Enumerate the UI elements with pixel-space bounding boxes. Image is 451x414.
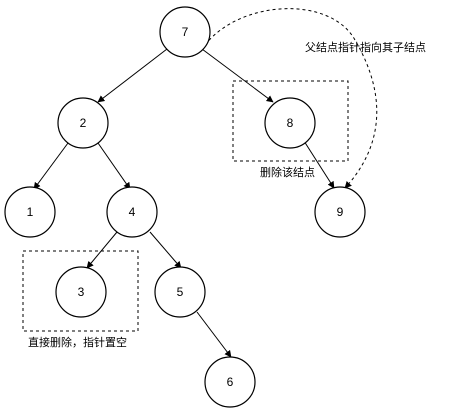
edge-7-8	[201, 48, 274, 103]
edge-2-1	[33, 142, 69, 190]
node-6: 6	[204, 356, 256, 408]
node-1: 1	[4, 186, 56, 238]
parent-pointer-curve	[204, 8, 378, 189]
node-8-label: 8	[287, 116, 294, 130]
edge-4-3	[86, 231, 118, 269]
edge-4-5	[149, 231, 182, 269]
node-3-label: 3	[78, 285, 85, 299]
node-7-label: 7	[182, 25, 189, 39]
edge-8-9	[303, 140, 335, 189]
node-6-label: 6	[227, 375, 234, 389]
node-5: 5	[154, 266, 206, 318]
node-4: 4	[106, 186, 158, 238]
node-4-label: 4	[129, 205, 136, 219]
direct-delete-label: 直接删除，指针置空	[28, 335, 127, 349]
node-5-label: 5	[177, 285, 184, 299]
direct-delete-box	[22, 250, 139, 332]
edge-7-2	[97, 48, 168, 103]
node-1-label: 1	[27, 205, 34, 219]
node-8: 8	[264, 97, 316, 149]
parent-pointer-label: 父结点指针指向其子结点	[305, 40, 426, 54]
node-3: 3	[55, 266, 107, 318]
edge-2-4	[97, 142, 131, 190]
delete-node-box	[232, 80, 349, 162]
node-9: 9	[314, 186, 366, 238]
node-2-label: 2	[80, 116, 87, 130]
node-7: 7	[159, 6, 211, 58]
edge-5-6	[196, 311, 232, 358]
node-9-label: 9	[337, 205, 344, 219]
delete-node-label: 删除该结点	[260, 165, 315, 179]
node-2: 2	[57, 97, 109, 149]
